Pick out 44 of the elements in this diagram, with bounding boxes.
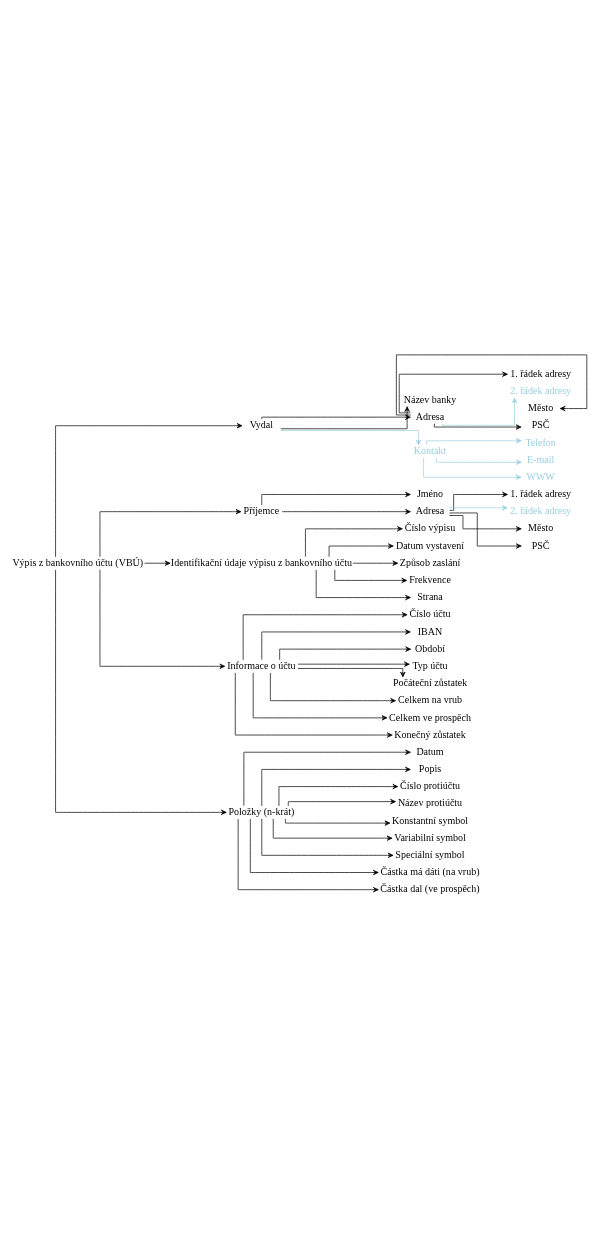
node-text: 2. řádek adresy: [510, 385, 572, 397]
node-text: Informace o účtu: [227, 659, 296, 671]
node-text: Vydal: [249, 419, 274, 431]
node-text: Frekvence: [409, 574, 451, 586]
node-text: Název protiúčtu: [397, 797, 463, 809]
node-text: Číslo protiúčtu: [400, 780, 460, 792]
node-text: Způsob zaslání: [399, 556, 461, 568]
node-text: PSČ: [531, 419, 550, 431]
node-text: Konečný zůstatek: [394, 728, 466, 740]
node-text: Jméno: [416, 488, 444, 500]
node-text: Číslo účtu: [409, 608, 451, 620]
node-text: 1. řádek adresy: [510, 367, 572, 379]
node-text: PSČ: [531, 539, 550, 551]
node-text: Město: [528, 522, 554, 534]
node-text: Výpis z bankovního účtu (VBÚ): [12, 556, 144, 568]
node-text: E-mail: [527, 453, 555, 465]
node-text: Datum vystavení: [395, 539, 465, 551]
node-text: Popis: [418, 763, 442, 775]
node-text: Částka má dáti (na vrub): [380, 866, 480, 878]
node-text: Celkem na vrub: [398, 694, 463, 706]
node-text: Adresa: [415, 505, 445, 517]
node-text: Položky (n-krát): [228, 806, 295, 818]
node-text: Identifikační údaje výpisu z bankovního účtu: [170, 556, 352, 568]
node-text: Příjemce: [243, 505, 280, 517]
node-text: Konstantní symbol: [392, 814, 469, 826]
node-text: Typ účtu: [412, 659, 448, 671]
node-text: WWW: [526, 470, 555, 482]
node-text: 2. řádek adresy: [510, 505, 572, 517]
node-text: Celkem ve prospěch: [389, 711, 471, 723]
node-text: Částka dal (ve prospěch): [380, 883, 480, 895]
node-text: Město: [528, 402, 554, 414]
node-text: Číslo výpisu: [404, 522, 456, 534]
node-text: Adresa: [415, 410, 445, 422]
node-text: Telefon: [525, 436, 556, 448]
node-text: Speciální symbol: [395, 848, 465, 860]
node-text: Kontakt: [413, 445, 447, 457]
node-text: Období: [414, 642, 446, 654]
node-text: IBAN: [417, 625, 443, 637]
node-text: Počáteční zůstatek: [392, 677, 468, 689]
node-text: Datum: [416, 745, 444, 757]
node-text: Variabilní symbol: [394, 831, 466, 843]
node-text: Strana: [417, 591, 443, 603]
node-text: Název banky: [403, 393, 457, 405]
node-text: 1. řádek adresy: [510, 488, 572, 500]
